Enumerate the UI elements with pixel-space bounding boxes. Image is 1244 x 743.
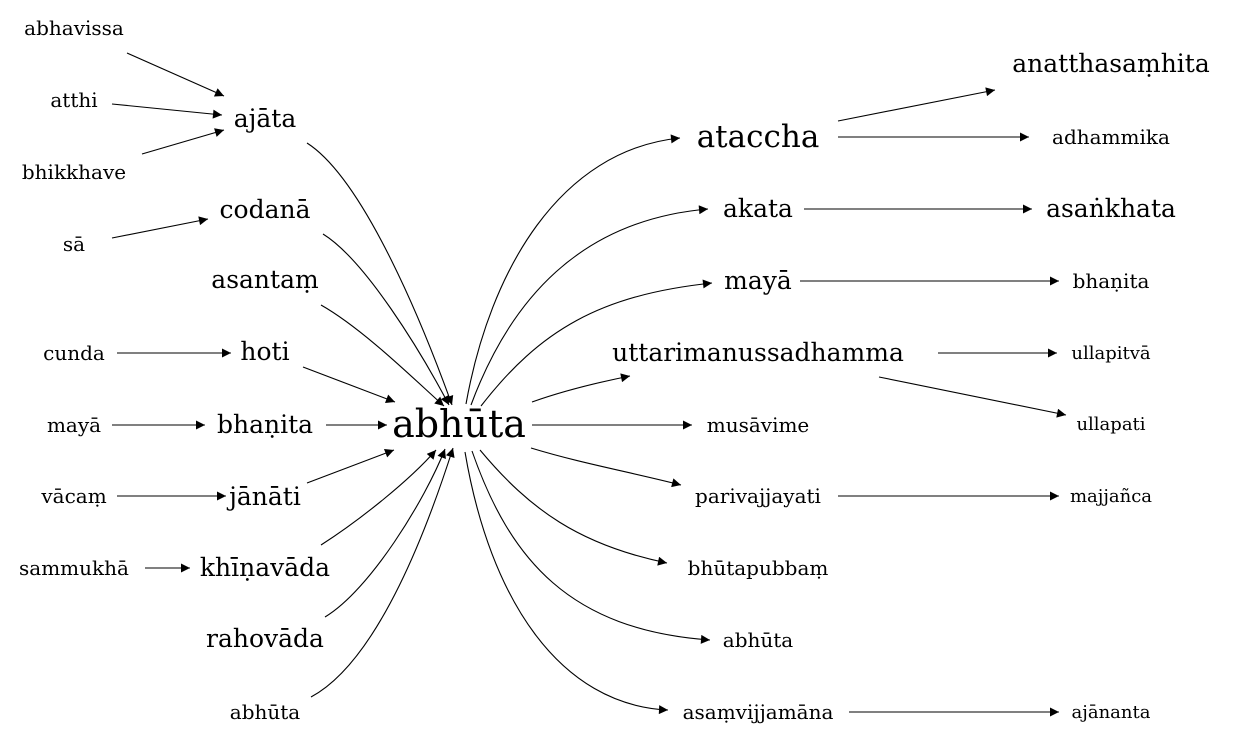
node-parivajjayati: parivajjayati — [695, 484, 821, 508]
edges-out — [464, 134, 713, 715]
node-ullapitva: ullapitvā — [1071, 343, 1151, 364]
node-maya-right: mayā — [724, 266, 792, 295]
node-bhutapubbam: bhūtapubbaṃ — [688, 556, 829, 580]
in-nodes: ajāta codanā asantaṃ hoti bhaṇita jānāti… — [200, 104, 330, 724]
edge-abhuta-abhutaright — [471, 450, 711, 644]
edge-ataccha-anatthasamhita — [837, 87, 996, 122]
edge-atthi-ajata — [111, 103, 223, 119]
node-abhuta-right: abhūta — [723, 628, 794, 652]
edge-abhuta-uttarimanussadhamma — [531, 373, 631, 403]
node-janati: jānāti — [226, 482, 301, 511]
edge-abhutaleft-abhuta — [310, 447, 455, 698]
edge-asantam-abhuta — [320, 304, 445, 407]
node-hoti: hoti — [240, 337, 289, 366]
node-bhanita-left: bhaṇita — [217, 410, 313, 439]
node-abhavissa: abhavissa — [24, 16, 124, 40]
node-abhuta-left: abhūta — [230, 700, 301, 724]
edge-abhuta-parivajjayati — [530, 447, 682, 488]
node-akata: akata — [723, 194, 793, 223]
node-rahovada: rahovāda — [206, 624, 324, 653]
node-uttarimanussadhamma: uttarimanussadhamma — [612, 338, 904, 367]
node-bhikkhave: bhikkhave — [22, 160, 126, 184]
node-maya-left: mayā — [47, 413, 101, 437]
node-atthi: atthi — [50, 88, 97, 112]
node-center: abhūta — [392, 402, 526, 446]
node-majjanca: majjañca — [1070, 486, 1152, 507]
edge-ajata-abhuta — [306, 142, 454, 406]
out-nodes: ataccha akata mayā uttarimanussadhamma m… — [612, 119, 904, 724]
node-musavime: musāvime — [707, 413, 810, 437]
edge-uttari-ullapati — [878, 376, 1067, 418]
edge-codana-abhuta — [322, 233, 450, 406]
node-asankhata: asaṅkhata — [1046, 194, 1176, 223]
node-ajananta: ajānanta — [1072, 702, 1151, 723]
edge-janati-abhuta — [306, 448, 395, 484]
source-nodes: abhavissa atthi bhikkhave sā cunda mayā … — [19, 16, 129, 580]
edge-abhuta-maya — [480, 279, 713, 407]
node-anatthasamhita: anatthasaṃhita — [1012, 49, 1210, 78]
node-asamvijjamana: asaṃvijjamāna — [683, 700, 834, 724]
node-ajata: ajāta — [234, 104, 297, 133]
node-ataccha: ataccha — [697, 119, 820, 155]
edge-khinavada-abhuta — [320, 449, 437, 546]
leaf-nodes: anatthasaṃhita adhammika asaṅkhata bhaṇi… — [1012, 49, 1210, 723]
node-khinavada: khīṇavāda — [200, 553, 330, 582]
node-vacam: vācaṃ — [40, 484, 106, 508]
edges-leaves — [800, 87, 1067, 717]
node-codana: codanā — [220, 195, 311, 224]
edge-rahovada-abhuta — [324, 448, 446, 618]
edge-abhuta-akata — [470, 205, 709, 406]
edge-abhuta-ataccha — [465, 134, 681, 405]
edge-sa-codana — [111, 216, 209, 239]
node-bhanita-right: bhaṇita — [1073, 269, 1150, 293]
node-ullapati: ullapati — [1076, 414, 1145, 435]
node-cunda: cunda — [43, 341, 105, 365]
edges-sources — [111, 52, 231, 573]
node-adhammika: adhammika — [1052, 125, 1170, 149]
edge-abhavissa-ajata — [126, 52, 225, 97]
edge-hoti-abhuta — [302, 366, 396, 404]
edges-in — [302, 142, 455, 698]
edge-abhuta-bhutapubbam — [479, 449, 668, 566]
edge-bhikkhave-ajata — [141, 128, 225, 155]
edge-abhuta-asamvijjamana — [464, 451, 669, 715]
node-asantam: asantaṃ — [211, 265, 319, 294]
node-sammukha: sammukhā — [19, 556, 129, 580]
node-sa: sā — [63, 232, 85, 256]
